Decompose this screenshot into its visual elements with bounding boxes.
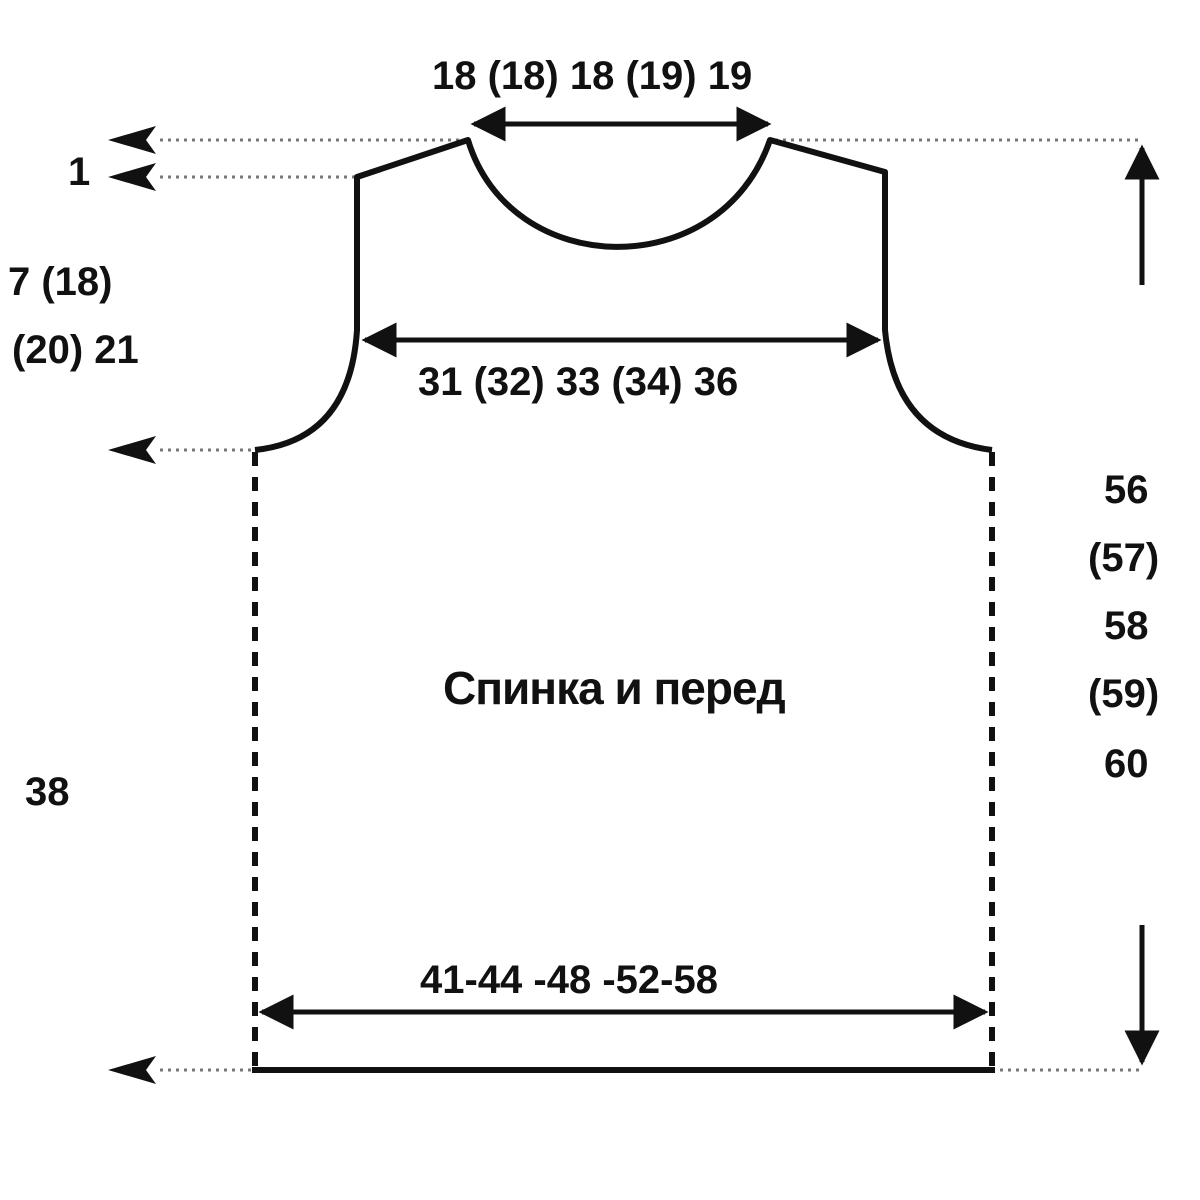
armhole-depth-label-line1: 7 (18) [8,260,113,304]
total-length-label-5: 60 [1104,742,1149,786]
neck-width-label: 18 (18) 18 (19) 19 [432,54,753,98]
total-length-label-1: 56 [1104,468,1149,512]
chest-width-label: 31 (32) 33 (34) 36 [418,360,739,404]
arrowhead-bottom-icon [108,1056,156,1084]
piece-title: Спинка и перед [443,662,786,714]
arrowhead-shoulder-top-icon [108,126,156,154]
shoulder-drop-label: 1 [68,150,91,194]
guide-lines [160,138,1140,1072]
side-length-label: 38 [25,770,70,814]
guide-arrowheads [108,126,156,1084]
total-length-label-2: (57) [1088,536,1160,580]
arrowhead-armhole-icon [108,436,156,464]
total-length-label-3: 58 [1104,604,1149,648]
garment-side-edges [252,452,995,1068]
total-length-label-4: (59) [1088,672,1160,716]
armhole-depth-label-line2: (20) 21 [12,328,139,372]
bottom-width-label: 41-44 -48 -52-58 [420,958,718,1002]
arrowhead-shoulder-low-icon [108,163,156,191]
garment-upper-outline [254,137,993,453]
